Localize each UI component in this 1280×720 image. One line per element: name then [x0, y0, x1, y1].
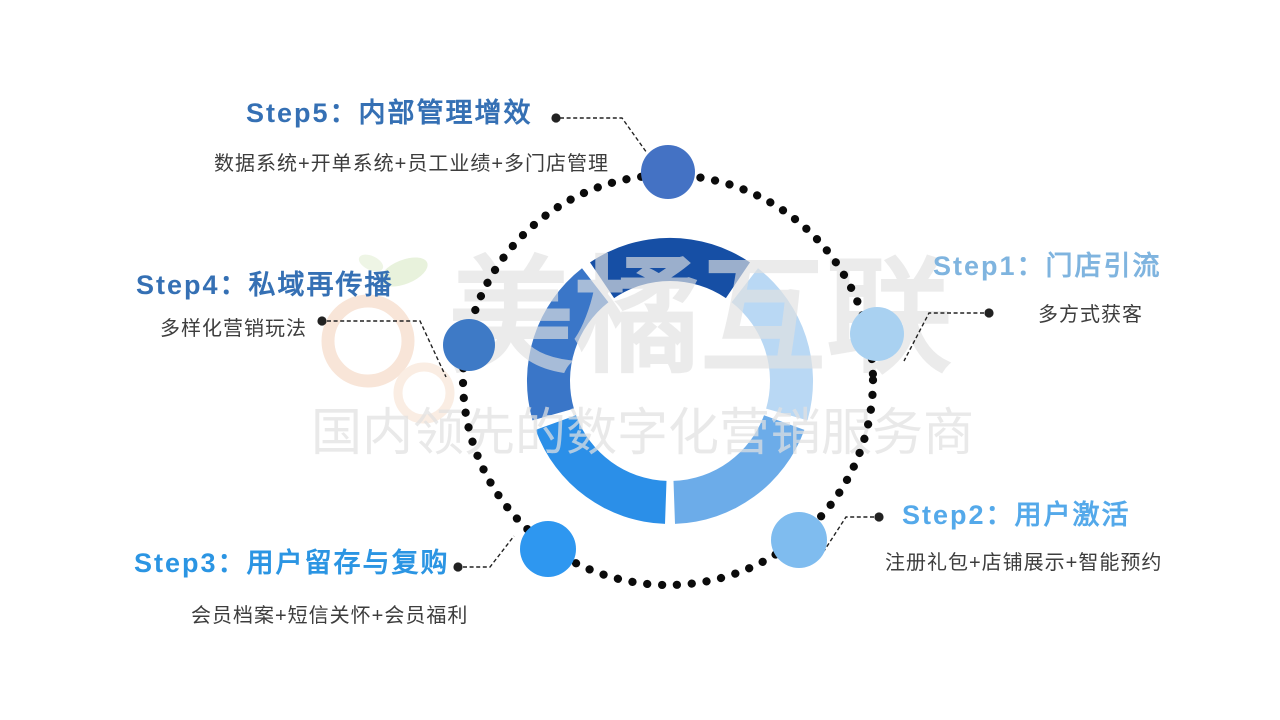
step5-title: Step5：内部管理增效 [246, 98, 533, 128]
step2-node-circle [771, 512, 827, 568]
step2-description: 注册礼包+店铺展示+智能预约 [885, 552, 1163, 574]
step3-title: Step3：用户留存与复购 [134, 548, 450, 578]
step3-connector-line [463, 535, 515, 568]
step3-node-circle [520, 521, 576, 577]
step1-connector-line [903, 312, 984, 362]
step5-connector-dot [551, 113, 561, 123]
step4-title: Step4：私域再传播 [136, 270, 394, 300]
step4-description: 多样化营销玩法 [160, 318, 307, 340]
donut-segment-4 [535, 415, 667, 524]
step4-node-circle [443, 319, 495, 371]
step1-connector-dot [984, 308, 994, 318]
step5-description: 数据系统+开单系统+员工业绩+多门店管理 [214, 153, 610, 175]
step4-connector-dot [317, 316, 327, 326]
donut-segment-2 [731, 268, 814, 421]
step2-title: Step2：用户激活 [902, 500, 1131, 530]
step3-connector-dot [453, 562, 463, 572]
donut-segment-3 [673, 415, 805, 524]
step5-node-circle [641, 145, 695, 199]
step3-description: 会员档案+短信关怀+会员福利 [191, 605, 469, 627]
step2-connector-dot [874, 512, 884, 522]
step1-title: Step1：门店引流 [933, 251, 1162, 281]
step5-connector-line [560, 117, 648, 154]
step1-node-circle [850, 307, 904, 361]
donut-segment-1 [590, 237, 750, 299]
donut-segment-5 [526, 268, 609, 421]
step2-connector-line [823, 516, 874, 552]
step1-description: 多方式获客 [1038, 304, 1143, 326]
step4-connector-line [327, 320, 447, 378]
